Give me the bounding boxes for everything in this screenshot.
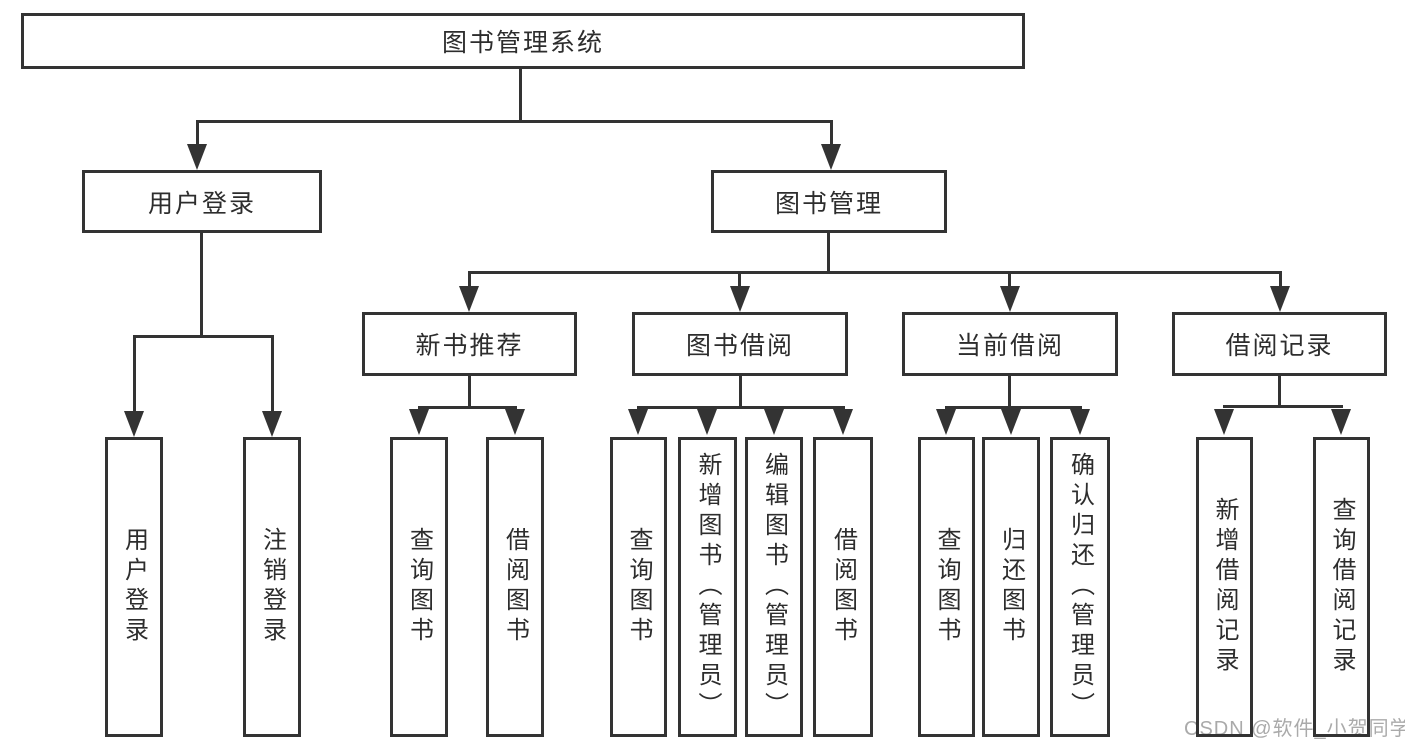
arrow-down-icon — [764, 409, 784, 435]
node-user-login: 用户登录 — [82, 170, 322, 233]
connector-bookmgmt-hline — [468, 271, 1282, 274]
connector-records-hline — [1223, 405, 1343, 408]
connector-records-vline — [1278, 376, 1281, 405]
arrow-down-icon — [936, 409, 956, 435]
leaf-borrowing-edit-books-admin: 编辑图书（管理员） — [745, 437, 803, 737]
connector-userlogin-vline — [200, 233, 203, 335]
arrow-down-icon — [187, 144, 207, 170]
arrow-down-icon — [628, 409, 648, 435]
connector-userlogin-hline — [133, 335, 274, 338]
leaf-logout: 注销登录 — [243, 437, 301, 737]
arrow-down-icon — [1270, 286, 1290, 312]
arrow-down-icon — [124, 411, 144, 437]
connector-root-hline — [196, 120, 833, 123]
arrow-down-icon — [821, 144, 841, 170]
node-borrowing-records: 借阅记录 — [1172, 312, 1387, 376]
arrow-down-icon — [1331, 409, 1351, 435]
node-book-management-system: 图书管理系统 — [21, 13, 1025, 69]
leaf-current-query-books: 查询图书 — [918, 437, 975, 737]
connector-root-vline — [519, 69, 522, 120]
connector-borrowing-hline — [637, 406, 845, 409]
leaf-newbook-borrow-books: 借阅图书 — [486, 437, 544, 737]
node-new-book-recommend: 新书推荐 — [362, 312, 577, 376]
connector-newbook-hline — [418, 406, 517, 409]
connector-newbook-vline — [468, 376, 471, 406]
arrow-down-icon — [409, 409, 429, 435]
connector-root-right-stem — [830, 120, 833, 148]
connector-borrowing-vline — [739, 376, 742, 406]
node-book-management: 图书管理 — [711, 170, 947, 233]
connector-bookmgmt-stem — [1008, 271, 1011, 288]
connector-bookmgmt-stem — [1279, 271, 1282, 288]
arrow-down-icon — [833, 409, 853, 435]
node-current-borrowing: 当前借阅 — [902, 312, 1118, 376]
leaf-borrowing-add-books-admin: 新增图书（管理员） — [678, 437, 737, 737]
leaf-user-login: 用户登录 — [105, 437, 163, 737]
arrow-down-icon — [262, 411, 282, 437]
leaf-records-add-record: 新增借阅记录 — [1196, 437, 1253, 737]
connector-userlogin-stem — [271, 335, 274, 411]
leaf-newbook-query-books: 查询图书 — [390, 437, 448, 737]
arrow-down-icon — [1214, 409, 1234, 435]
arrow-down-icon — [459, 286, 479, 312]
arrow-down-icon — [730, 286, 750, 312]
connector-current-vline — [1008, 376, 1011, 406]
leaf-current-confirm-return-admin: 确认归还（管理员） — [1050, 437, 1110, 737]
connector-current-hline — [945, 406, 1082, 409]
connector-root-left-stem — [196, 120, 199, 148]
leaf-records-query-record: 查询借阅记录 — [1313, 437, 1370, 737]
arrow-down-icon — [697, 409, 717, 435]
arrow-down-icon — [1001, 409, 1021, 435]
leaf-borrowing-query-books: 查询图书 — [610, 437, 667, 737]
node-book-borrowing: 图书借阅 — [632, 312, 848, 376]
connector-bookmgmt-stem — [468, 271, 471, 288]
arrow-down-icon — [1000, 286, 1020, 312]
connector-userlogin-stem — [133, 335, 136, 411]
arrow-down-icon — [1070, 409, 1090, 435]
leaf-borrowing-borrow-books: 借阅图书 — [813, 437, 873, 737]
connector-bookmgmt-vline — [827, 233, 830, 271]
connector-bookmgmt-stem — [738, 271, 741, 288]
leaf-current-return-books: 归还图书 — [982, 437, 1040, 737]
arrow-down-icon — [505, 409, 525, 435]
